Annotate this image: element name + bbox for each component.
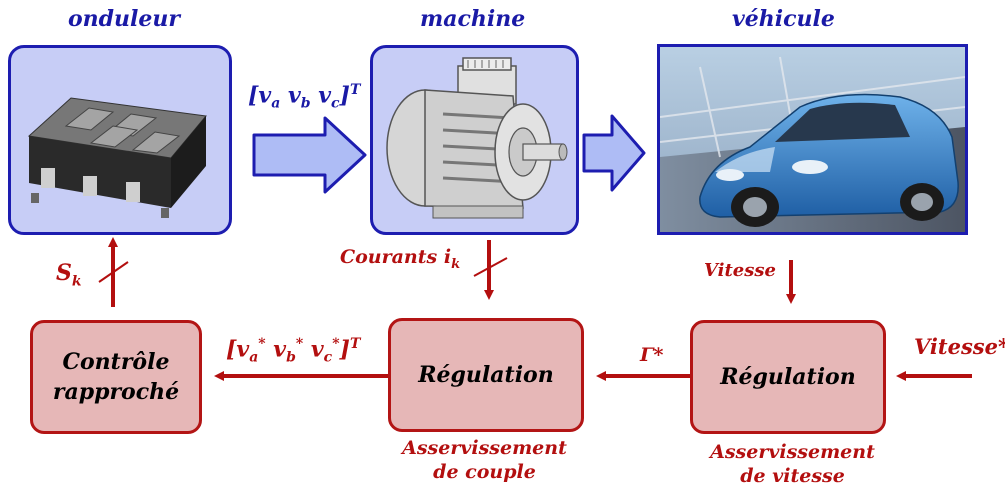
electric-motor-image [386,57,568,219]
torque-ref-label: Γ* [640,344,664,366]
inverter-block [8,45,232,235]
close-control-line2: rapproché [52,379,180,405]
voltage-ref-label: [va* vb* vc*]T [226,336,361,366]
currents-bus-slash [473,257,508,277]
machine-block [370,45,579,235]
torque-flow-arrow [582,114,646,192]
speed-loop-caption: Asservissement de vitesse [710,441,875,487]
currents-label: Courants ik [340,246,461,272]
vehicle-block [657,44,968,235]
speed-regulation-block: Régulation [690,320,886,434]
close-control-block: Contrôle rapproché [30,320,202,434]
torque-regulation-label: Régulation [418,362,554,388]
speed-regulation-label: Régulation [720,364,856,390]
torque-loop-caption: Asservissement de couple [402,437,567,483]
torque-regulation-block: Régulation [388,318,584,432]
voltage-flow-arrow [252,116,367,194]
inverter-title: onduleur [68,6,180,32]
machine-title: machine [420,6,526,32]
close-control-line1: Contrôle [62,349,170,375]
vehicle-title: véhicule [732,6,835,32]
speed-ref-label: Vitesse* [914,334,1005,359]
inverter-module-image [27,97,207,218]
voltage-vector-label: [va vb vc]T [248,82,361,112]
vehicle-photo [660,47,965,232]
switching-bus-slash [98,261,129,283]
switching-signal-label: Sk [56,260,82,290]
speed-label: Vitesse [704,260,776,281]
